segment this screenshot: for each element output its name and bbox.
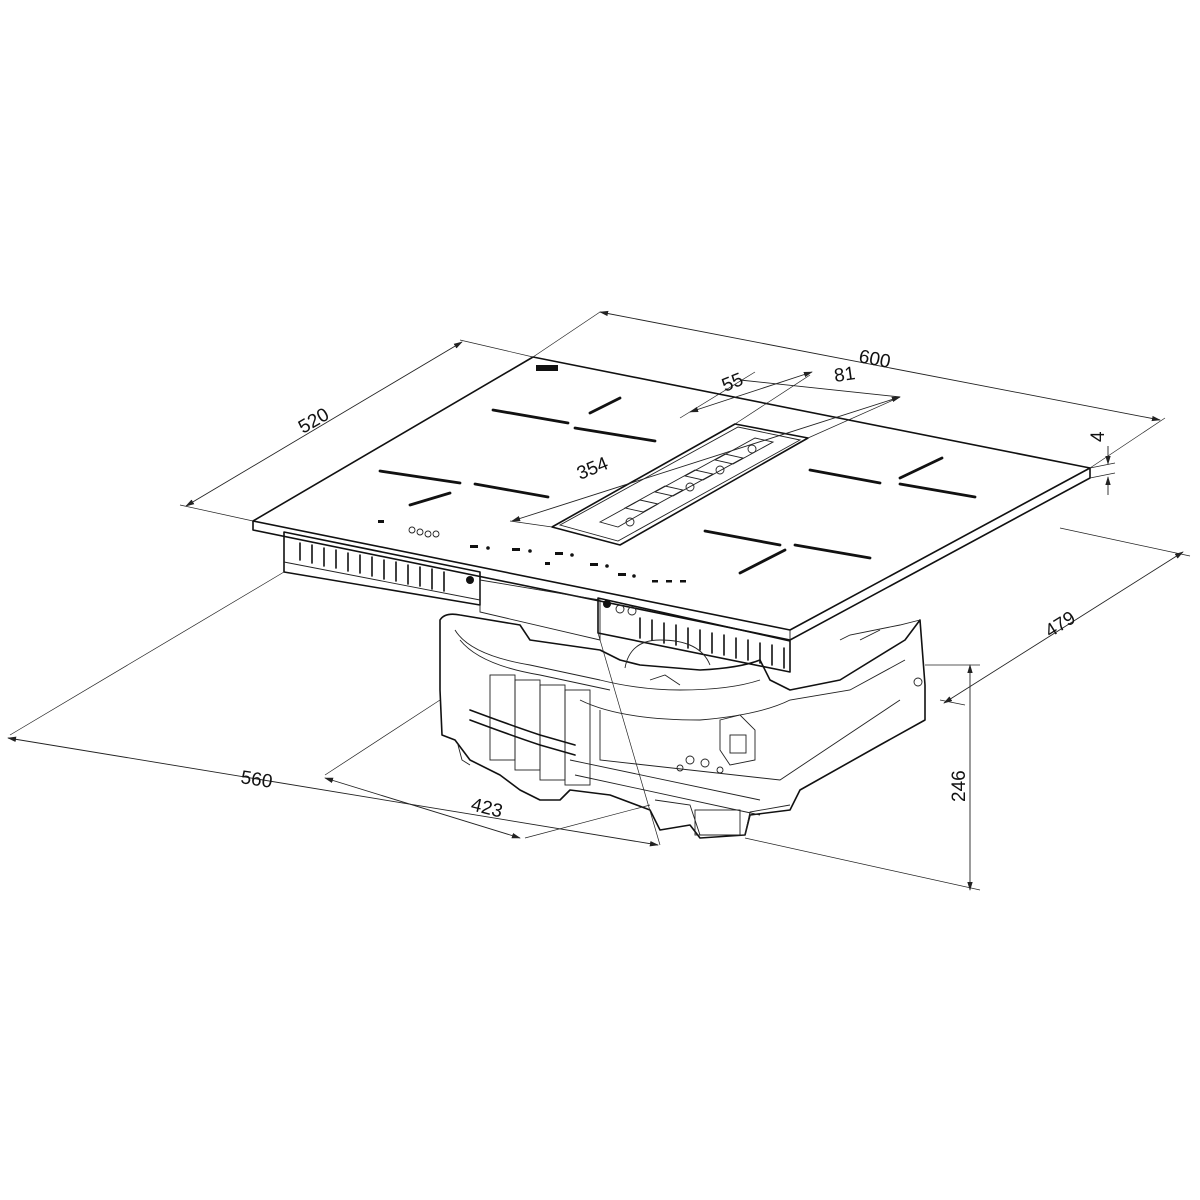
dim-depth-479: 479 xyxy=(939,527,1191,706)
hob-glass-top xyxy=(252,356,1091,641)
dim-423-label: 423 xyxy=(469,794,505,822)
dim-width-600: 600 xyxy=(532,310,1166,469)
dim-560-label: 560 xyxy=(239,767,274,793)
cooking-zone-marks-right xyxy=(703,456,977,575)
vent-slots-left xyxy=(299,542,445,592)
dim-4-label: 4 xyxy=(1088,431,1109,442)
dim-479-label: 479 xyxy=(1042,608,1080,643)
dim-246-label: 246 xyxy=(949,770,970,802)
dim-520-label: 520 xyxy=(295,404,333,438)
vent-slots-front xyxy=(639,617,785,669)
side-frame-front xyxy=(597,597,791,673)
dim-depth-520: 520 xyxy=(179,339,534,522)
dim-600-label: 600 xyxy=(857,346,892,373)
dim-height-246: 246 xyxy=(744,664,981,891)
dim-55-label: 55 xyxy=(719,369,746,396)
dim-width-560: 560 xyxy=(7,571,661,847)
dim-thickness-4: 4 xyxy=(1088,431,1116,495)
touch-control-marks xyxy=(378,365,686,583)
dim-354-label: 354 xyxy=(574,453,612,485)
dim-81-label: 81 xyxy=(833,363,857,387)
motor-housing xyxy=(439,613,926,839)
extraction-vent xyxy=(551,423,809,546)
dim-offset-55: 55 xyxy=(679,369,813,419)
dim-length-354: 354 xyxy=(509,396,901,528)
side-frame-left xyxy=(283,531,601,641)
dim-width-81: 81 xyxy=(734,363,901,425)
